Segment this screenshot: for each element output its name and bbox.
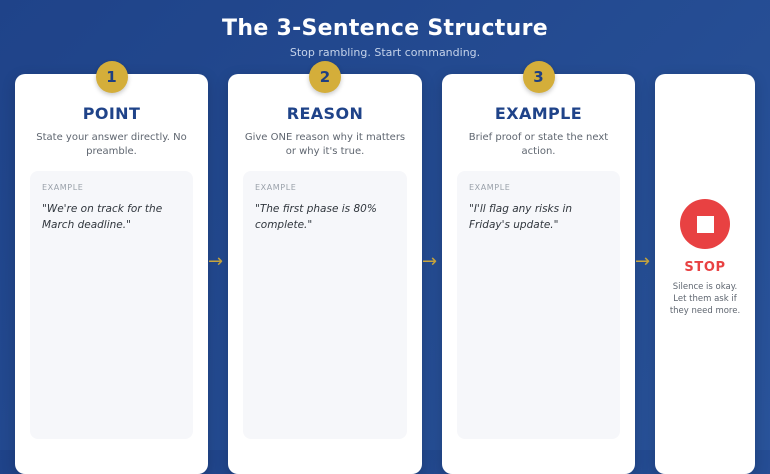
step-description: State your answer directly. No preamble. bbox=[36, 132, 187, 157]
arrow-right-icon: → bbox=[208, 251, 224, 272]
step-description: Brief proof or state the next action. bbox=[468, 132, 609, 157]
step-number-badge: 3 bbox=[522, 61, 555, 93]
stop-card: STOP Silence is okay. Let them ask if th… bbox=[655, 74, 755, 474]
stop-title: STOP bbox=[684, 260, 726, 275]
example-text: "We're on track for the March deadline." bbox=[42, 203, 163, 231]
step-number-badge: 2 bbox=[309, 61, 341, 93]
example-box: EXAMPLE "I'll flag any risks in Friday's… bbox=[457, 171, 620, 439]
step-title: REASON bbox=[286, 104, 364, 123]
stop-square-icon bbox=[697, 216, 714, 233]
page-title: The 3-Sentence Structure bbox=[222, 16, 548, 41]
example-label: EXAMPLE bbox=[469, 183, 511, 192]
step-card-reason: 2 REASON Give ONE reason why it matters … bbox=[228, 61, 422, 474]
header: The 3-Sentence Structure Stop rambling. … bbox=[0, 14, 770, 60]
step-title: POINT bbox=[82, 104, 141, 123]
example-label: EXAMPLE bbox=[255, 183, 297, 192]
step-description: Give ONE reason why it matters or why it… bbox=[244, 132, 406, 157]
stop-icon bbox=[680, 199, 730, 249]
step-title: EXAMPLE bbox=[494, 104, 583, 123]
step-card-example: 3 EXAMPLE Brief proof or state the next … bbox=[442, 61, 635, 474]
stop-description: Silence is okay. Let them ask if they ne… bbox=[669, 282, 741, 316]
step-card-point: 1 POINT State your answer directly. No p… bbox=[15, 61, 208, 474]
arrow-right-icon: → bbox=[422, 251, 438, 272]
step-number-badge: 1 bbox=[95, 61, 128, 93]
arrow-right-icon: → bbox=[635, 251, 651, 272]
example-text: "I'll flag any risks in Friday's update.… bbox=[469, 203, 573, 231]
example-box: EXAMPLE "We're on track for the March de… bbox=[30, 171, 193, 439]
page-subtitle: Stop rambling. Start commanding. bbox=[289, 46, 481, 59]
example-label: EXAMPLE bbox=[42, 183, 84, 192]
example-box: EXAMPLE "The first phase is 80% complete… bbox=[243, 171, 407, 439]
example-text: "The first phase is 80% complete." bbox=[255, 203, 377, 231]
